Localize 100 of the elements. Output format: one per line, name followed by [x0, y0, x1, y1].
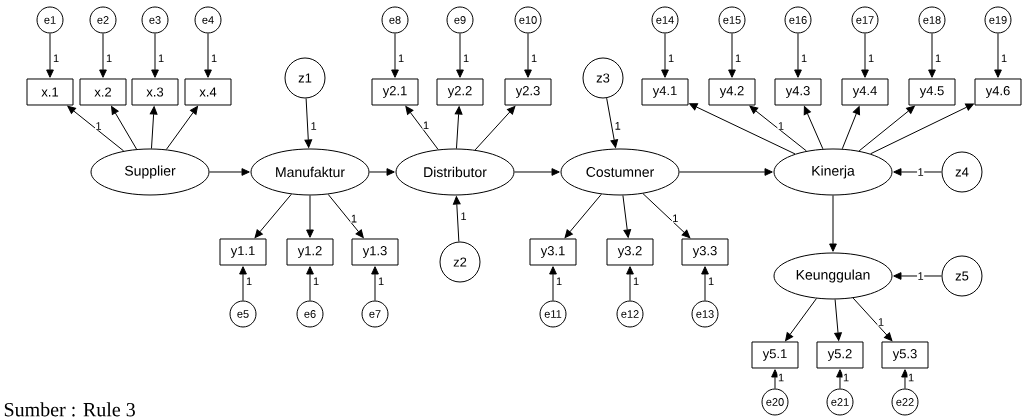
arrow	[239, 266, 247, 301]
arrow	[701, 266, 709, 301]
arrow	[564, 193, 602, 239]
arrow	[369, 168, 395, 176]
observed-box: y2.1	[371, 78, 419, 106]
edge-label: 1	[707, 276, 715, 286]
arrow	[622, 194, 632, 238]
edge-label: 1	[671, 214, 679, 223]
arrow	[204, 33, 212, 78]
arrow	[829, 195, 837, 252]
edge-label: 1	[94, 121, 103, 131]
edge-label: 1	[934, 53, 942, 63]
arrow	[99, 33, 107, 78]
observed-box: x.1	[26, 78, 74, 106]
arrow	[642, 193, 691, 239]
edge-label: 1	[667, 53, 675, 63]
arrow	[304, 97, 313, 148]
edge-label: 1	[877, 317, 885, 327]
edge-label: 1	[459, 211, 468, 221]
edge-label: 1	[1000, 53, 1008, 63]
arrow	[209, 168, 250, 176]
arrow	[524, 33, 532, 78]
arrow	[928, 33, 936, 78]
arrow	[858, 105, 915, 152]
edge-label: 1	[555, 276, 563, 286]
observed-box: y5.1	[751, 341, 799, 369]
edge-label: 1	[917, 271, 925, 281]
arrow	[514, 168, 560, 176]
edge-label: 1	[530, 53, 538, 63]
edge-label: 1	[867, 53, 875, 63]
arrow	[794, 33, 802, 78]
edge-label: 1	[397, 53, 405, 63]
observed-box: y1.1	[219, 238, 267, 266]
observed-box: x.2	[79, 78, 127, 106]
arrow	[803, 106, 824, 150]
edge-label: 1	[462, 53, 470, 63]
arrow	[661, 33, 669, 78]
observed-box: y1.3	[351, 238, 399, 266]
edge-label: 1	[377, 276, 385, 286]
arrow	[785, 298, 817, 341]
arrow	[456, 33, 464, 78]
arrow	[46, 33, 54, 78]
arrow	[836, 369, 844, 389]
arrow	[165, 106, 198, 150]
edge-label: 1	[777, 121, 785, 131]
observed-box: y4.1	[641, 78, 689, 106]
edge-label: 1	[800, 53, 808, 63]
observed-box: y4.6	[974, 78, 1022, 106]
arrow	[679, 168, 773, 176]
arrow	[728, 33, 736, 78]
edge-label: 1	[917, 167, 925, 177]
observed-box: x.3	[131, 78, 179, 106]
arrow	[893, 168, 942, 176]
observed-box: y3.1	[529, 238, 577, 266]
arrow	[306, 195, 314, 238]
observed-box: y4.2	[708, 78, 756, 106]
edge-label: 1	[157, 53, 165, 63]
arrow	[870, 103, 974, 155]
arrow	[749, 105, 807, 152]
source-note: Sumber : Rule 3	[4, 402, 135, 417]
arrow	[405, 106, 439, 150]
edge-label: 1	[632, 276, 640, 286]
arrow	[852, 297, 893, 342]
edge-label: 1	[734, 53, 742, 63]
arrow	[327, 193, 364, 239]
arrow	[454, 106, 463, 149]
edge-label: 1	[777, 373, 785, 382]
arrow	[841, 106, 861, 150]
arrow	[834, 299, 842, 341]
edge-label: 1	[907, 373, 915, 382]
edge-label: 1	[422, 121, 430, 130]
arrow	[994, 33, 1002, 78]
observed-box: y4.4	[841, 78, 889, 106]
arrow	[67, 105, 125, 152]
observed-box: y3.2	[606, 238, 654, 266]
arrow	[306, 266, 314, 301]
edge-label: 1	[842, 373, 850, 382]
edge-label: 1	[210, 53, 218, 63]
observed-box: y5.3	[881, 341, 929, 369]
observed-box: y4.3	[774, 78, 822, 106]
arrow	[861, 33, 869, 78]
arrow	[452, 196, 461, 242]
edge-label: 1	[105, 53, 113, 63]
edge-label: 1	[614, 121, 622, 131]
edge-label: 1	[312, 276, 320, 286]
arrow	[901, 369, 909, 389]
edge-label: 1	[245, 276, 253, 286]
observed-box: x.4	[184, 78, 232, 106]
arrow	[474, 105, 516, 151]
arrow	[549, 266, 557, 301]
arrow	[254, 193, 292, 239]
arrow	[626, 266, 634, 301]
arrow	[771, 369, 779, 389]
observed-box: y4.5	[908, 78, 956, 106]
edge-label: 1	[310, 121, 318, 131]
arrow	[606, 97, 619, 148]
arrow	[893, 272, 942, 280]
arrow	[689, 103, 796, 155]
arrow	[151, 33, 159, 78]
arrow	[111, 106, 138, 150]
